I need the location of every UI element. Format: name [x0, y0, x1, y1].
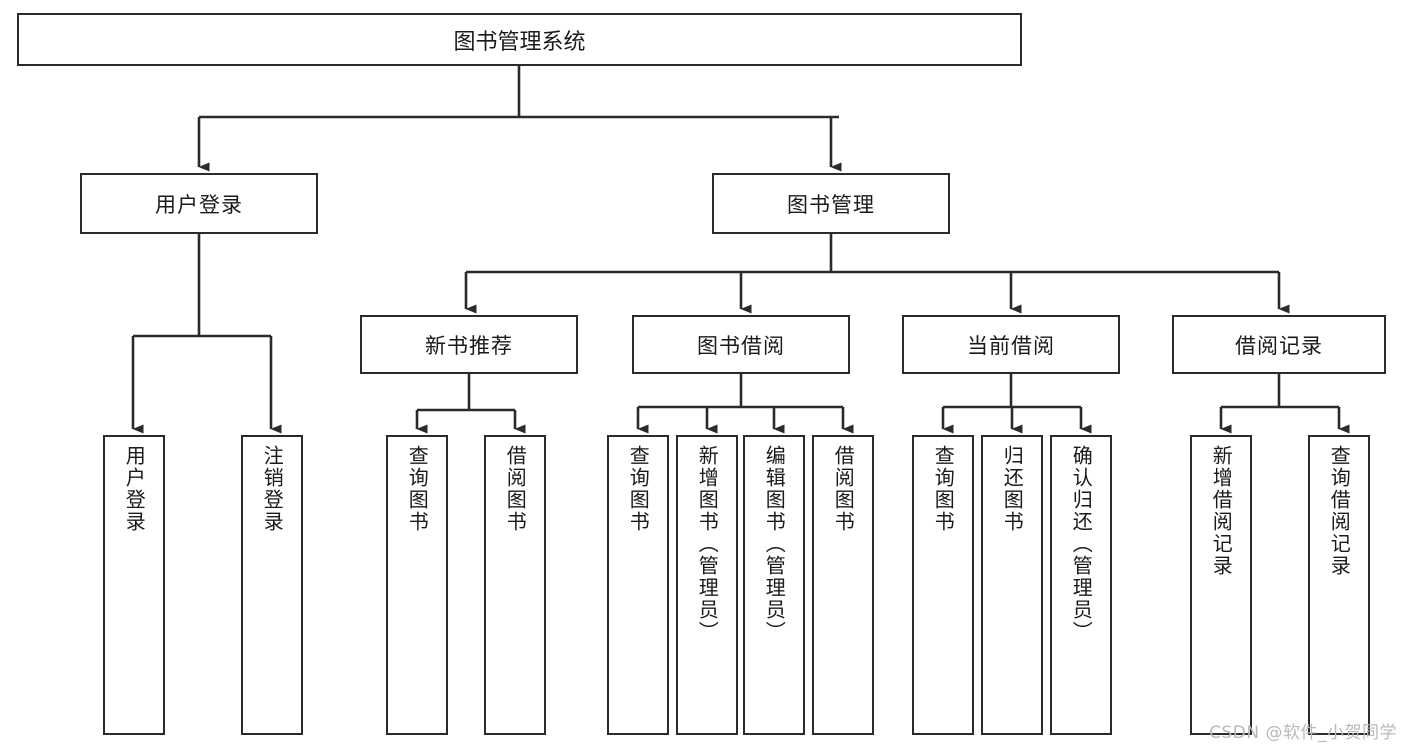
node-borrow-record-label: 借阅记录 — [1235, 333, 1323, 358]
leaf-label: 查询图书 — [931, 445, 956, 533]
leaf-label: 查询借阅记录 — [1327, 445, 1352, 577]
node-book-management-label: 图书管理 — [787, 192, 875, 217]
leaf-label: 借阅图书 — [503, 445, 528, 533]
node-root[interactable]: 图书管理系统 — [17, 13, 1022, 66]
node-user-login[interactable]: 用户登录 — [80, 173, 318, 234]
leaf-edit-book-admin[interactable]: 编辑图书（管理员） — [743, 435, 805, 735]
leaf-label: 编辑图书（管理员） — [762, 445, 787, 643]
leaf-query-book-recommend[interactable]: 查询图书 — [386, 435, 448, 735]
node-user-login-label: 用户登录 — [155, 192, 243, 217]
leaf-user-login[interactable]: 用户登录 — [103, 435, 165, 735]
leaf-label: 确认归还（管理员） — [1069, 445, 1094, 643]
leaf-add-book-admin[interactable]: 新增图书（管理员） — [676, 435, 738, 735]
leaf-label: 注销登录 — [260, 445, 285, 533]
node-new-book-recommend[interactable]: 新书推荐 — [360, 315, 578, 374]
node-new-book-recommend-label: 新书推荐 — [425, 333, 513, 358]
node-borrow-record[interactable]: 借阅记录 — [1172, 315, 1386, 374]
leaf-query-book-current[interactable]: 查询图书 — [912, 435, 974, 735]
leaf-label: 查询图书 — [626, 445, 651, 533]
node-root-label: 图书管理系统 — [453, 29, 586, 55]
node-book-borrow-label: 图书借阅 — [697, 333, 785, 358]
leaf-borrow-book-recommend[interactable]: 借阅图书 — [484, 435, 546, 735]
leaf-label: 借阅图书 — [831, 445, 856, 533]
leaf-query-book-borrow[interactable]: 查询图书 — [607, 435, 669, 735]
watermark: CSDN @软件_小贺同学 — [1209, 723, 1397, 743]
leaf-confirm-return-admin[interactable]: 确认归还（管理员） — [1050, 435, 1112, 735]
leaf-label: 用户登录 — [122, 445, 147, 533]
leaf-label: 新增借阅记录 — [1209, 445, 1234, 577]
node-current-borrow[interactable]: 当前借阅 — [902, 315, 1120, 374]
leaf-query-borrow-record[interactable]: 查询借阅记录 — [1308, 435, 1370, 735]
leaf-add-borrow-record[interactable]: 新增借阅记录 — [1190, 435, 1252, 735]
leaf-label: 归还图书 — [1000, 445, 1025, 533]
leaf-return-book[interactable]: 归还图书 — [981, 435, 1043, 735]
node-current-borrow-label: 当前借阅 — [967, 333, 1055, 358]
leaf-user-logout[interactable]: 注销登录 — [241, 435, 303, 735]
leaf-label: 查询图书 — [405, 445, 430, 533]
node-book-management[interactable]: 图书管理 — [712, 173, 950, 234]
node-book-borrow[interactable]: 图书借阅 — [632, 315, 850, 374]
leaf-label: 新增图书（管理员） — [695, 445, 720, 643]
leaf-borrow-book[interactable]: 借阅图书 — [812, 435, 874, 735]
